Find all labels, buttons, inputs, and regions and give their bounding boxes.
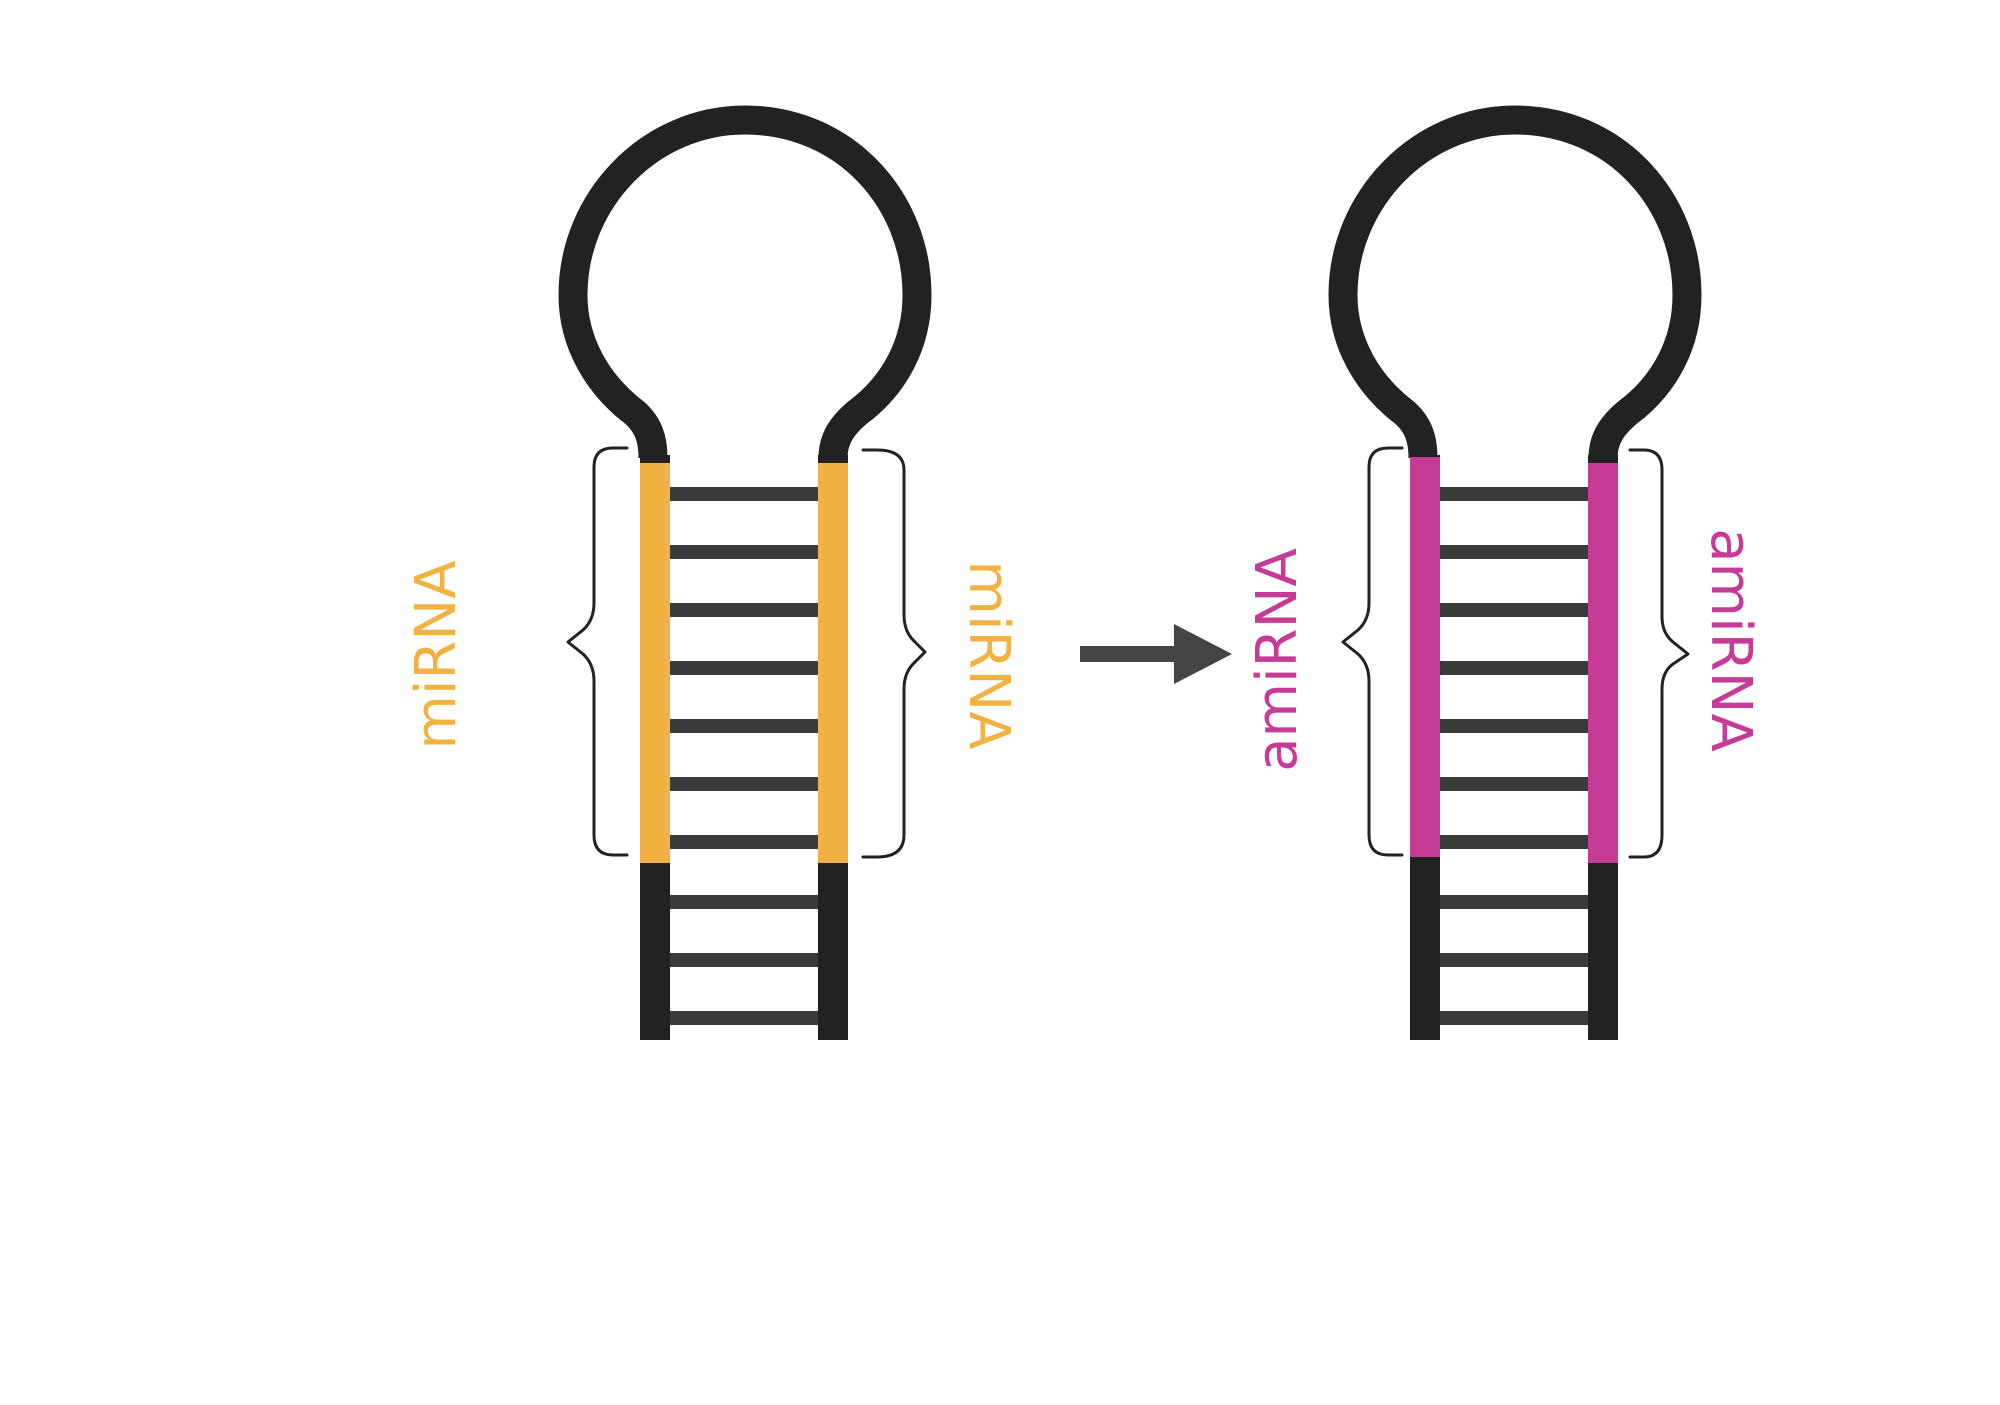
base-pair	[670, 487, 818, 501]
base-pair	[670, 835, 818, 849]
mirna-label-right: miRNA	[956, 560, 1021, 749]
base-pair	[670, 603, 818, 617]
right-brace	[1628, 448, 1690, 859]
base-pair	[670, 719, 818, 733]
amirna-label-right: amiRNA	[1698, 528, 1763, 752]
base-pair	[670, 661, 818, 675]
left-brace	[566, 446, 629, 857]
mirna-segment-left	[640, 463, 670, 863]
hairpin-loop	[558, 105, 932, 459]
hairpin-loop	[1328, 105, 1702, 459]
base-pair	[1440, 545, 1588, 559]
base-pair	[1440, 895, 1588, 909]
base-pair	[1440, 777, 1588, 791]
base-pair	[1440, 661, 1588, 675]
amirna-label-left: amiRNA	[1245, 548, 1310, 772]
amirna-hairpin: amiRNA amiRNA	[1245, 105, 1763, 1040]
base-pair	[670, 895, 818, 909]
base-pair	[670, 545, 818, 559]
base-pair	[1440, 487, 1588, 501]
right-brace	[861, 448, 927, 859]
base-pair	[670, 953, 818, 967]
base-pair-rungs	[1440, 487, 1588, 1025]
right-arrow-icon	[1080, 624, 1232, 684]
mirna-label-left: miRNA	[404, 560, 469, 749]
base-pair	[1440, 835, 1588, 849]
base-pair	[1440, 603, 1588, 617]
amirna-segment-left	[1410, 457, 1440, 857]
base-pair	[670, 777, 818, 791]
base-pair	[1440, 719, 1588, 733]
base-pair	[670, 1011, 818, 1025]
mirna-hairpin: miRNA miRNA	[404, 105, 1021, 1040]
amirna-segment-right	[1588, 463, 1618, 863]
base-pair	[1440, 1011, 1588, 1025]
left-brace	[1341, 446, 1404, 857]
base-pair-rungs	[670, 487, 818, 1025]
mirna-segment-right	[818, 463, 848, 863]
base-pair	[1440, 953, 1588, 967]
